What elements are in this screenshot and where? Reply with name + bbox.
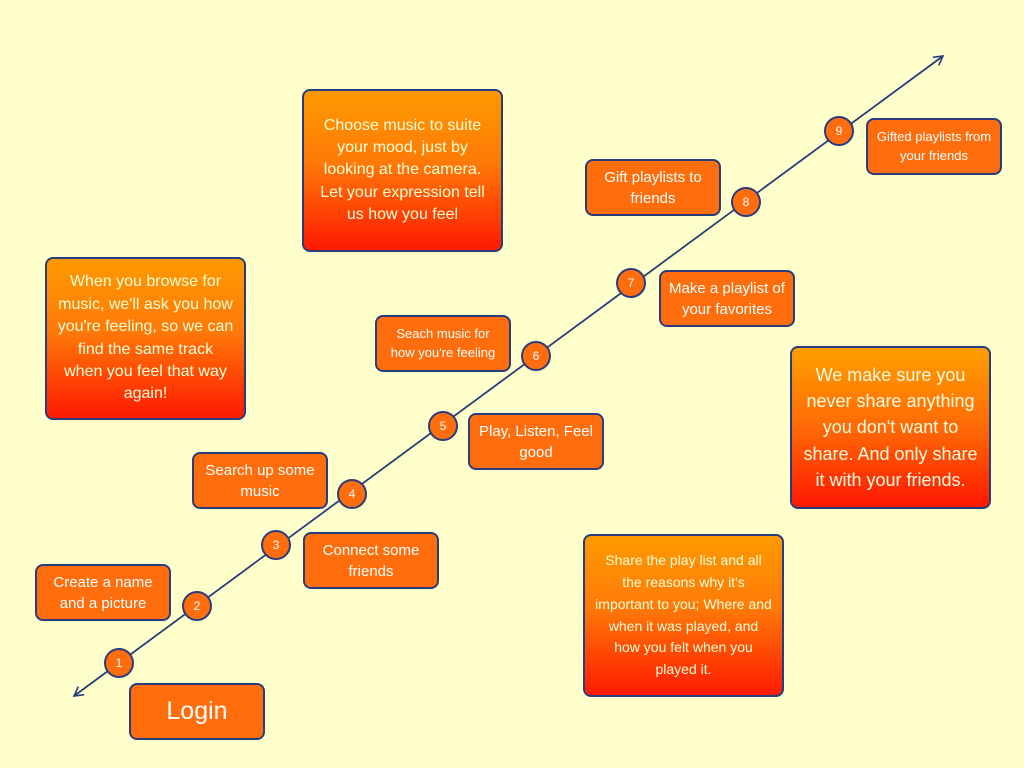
step-marker-8: 8 [731, 187, 761, 217]
step-box-seach-feeling: Seach music for how you're feeling [375, 315, 511, 372]
note-share-playlist: Share the play list and all the reasons … [583, 534, 784, 697]
step-box-make-playlist: Make a playlist of your favorites [659, 270, 795, 327]
timeline-arrow [72, 55, 945, 697]
step-marker-3: 3 [261, 530, 291, 560]
step-box-gifted-playlists: Gifted playlists from your friends [866, 118, 1002, 175]
step-marker-9: 9 [824, 116, 854, 146]
step-marker-2: 2 [182, 591, 212, 621]
step-box-play-listen: Play, Listen, Feel good [468, 413, 604, 470]
step-box-gift-playlists: Gift playlists to friends [585, 159, 721, 216]
step-marker-1: 1 [104, 648, 134, 678]
step-marker-6: 6 [521, 341, 551, 371]
step-box-create-name: Create a name and a picture [35, 564, 171, 621]
note-browse-feeling: When you browse for music, we'll ask you… [45, 257, 246, 420]
note-mood-camera: Choose music to suite your mood, just by… [302, 89, 503, 252]
step-marker-5: 5 [428, 411, 458, 441]
step-box-connect-friends: Connect some friends [303, 532, 439, 589]
step-marker-4: 4 [337, 479, 367, 509]
note-privacy: We make sure you never share anything yo… [790, 346, 991, 509]
step-box-login: Login [129, 683, 265, 740]
step-box-search-music: Search up some music [192, 452, 328, 509]
step-marker-7: 7 [616, 268, 646, 298]
